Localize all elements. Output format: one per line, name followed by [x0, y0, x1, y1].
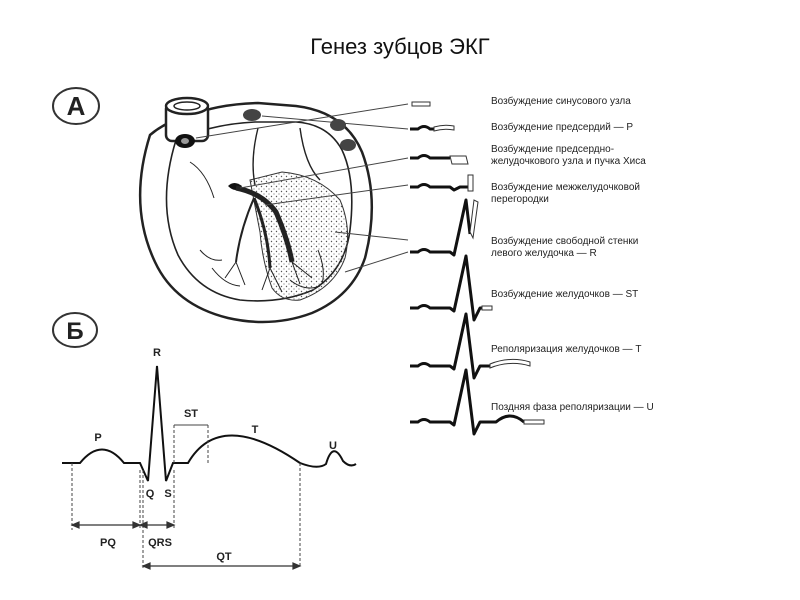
left-bundle-branch: [252, 197, 272, 269]
pulmonary-vein-3: [340, 139, 356, 151]
stage-trace-8: [410, 368, 545, 436]
interval-label-pq: PQ: [100, 537, 116, 549]
stage-trace-3: [410, 154, 469, 165]
stage-label-1: Возбуждение синусового узла: [491, 95, 631, 107]
wave-label-st: ST: [184, 408, 198, 420]
stage-traces: [410, 101, 545, 436]
interval-arrows: [70, 521, 302, 570]
stage-label-6: Возбуждение желудочков — ST: [491, 288, 638, 300]
wave-label-u: U: [329, 440, 337, 452]
his-bundle: [235, 185, 295, 263]
stage-trace-6: [410, 254, 493, 322]
wave-label-p: P: [94, 432, 101, 444]
leader-lines: [195, 103, 409, 273]
ecg-trace: [62, 365, 357, 482]
stage-label-2: Возбуждение предсердий — P: [491, 121, 633, 133]
wave-label-t: T: [252, 424, 259, 436]
interval-label-qt: QT: [216, 551, 232, 563]
page-title: Генез зубцов ЭКГ: [310, 34, 490, 59]
panel-b-marker: Б: [52, 312, 98, 348]
stage-label-7: Реполяризация желудочков — T: [491, 344, 641, 355]
interval-guides: [71, 463, 301, 568]
stage-trace-5: [410, 198, 479, 257]
pulmonary-vein-2: [330, 119, 346, 131]
wave-label-r: R: [153, 347, 161, 359]
stage-trace-7: [410, 312, 531, 380]
wave-labels: P R Q S ST T U PQ QRS QT: [94, 347, 337, 563]
heart-illustration: [138, 96, 374, 324]
purkinje-fibers: [211, 261, 321, 293]
wave-label-s: S: [164, 488, 171, 500]
stage-trace-1: [411, 101, 431, 107]
right-bundle-branch: [235, 197, 255, 263]
wave-label-q: Q: [146, 488, 155, 500]
panel-a-marker: А: [52, 87, 100, 125]
st-segment-bracket: [173, 424, 209, 465]
panel-b-letter: Б: [66, 318, 83, 345]
interval-label-qrs: QRS: [148, 537, 172, 549]
stage-trace-4: [410, 174, 474, 192]
stage-label-8: Поздняя фаза реполяризации — U: [491, 401, 654, 413]
pulmonary-vein-1: [243, 109, 261, 121]
stage-label-3: Возбуждение предсердно-желудочкового узл…: [491, 143, 646, 167]
panel-a-letter: А: [67, 91, 86, 121]
stage-trace-2: [410, 124, 455, 132]
